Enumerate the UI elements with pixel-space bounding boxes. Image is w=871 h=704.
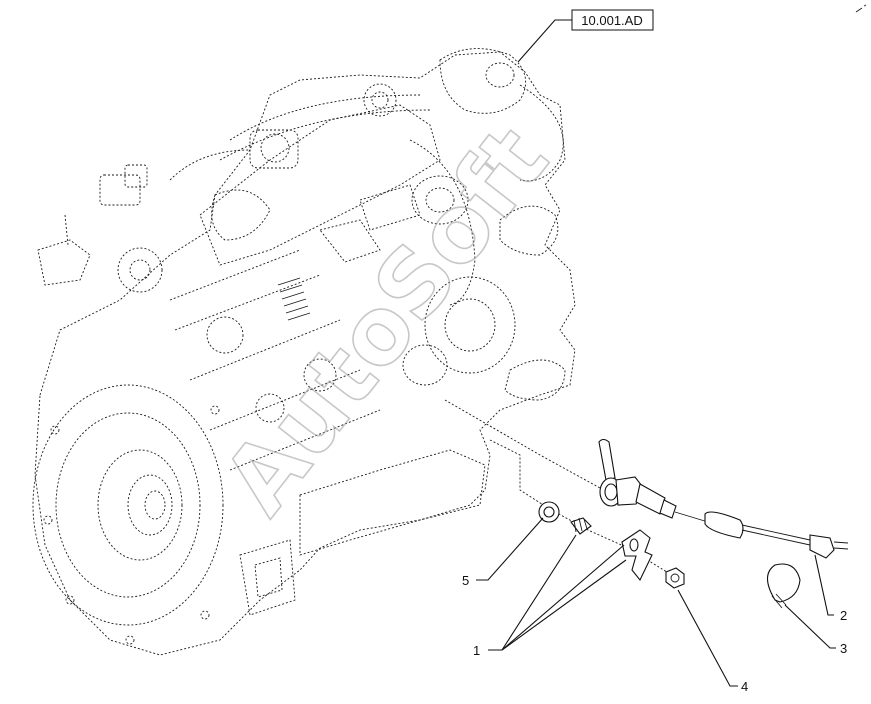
engine-assembly — [32, 48, 576, 656]
callout-numbers: 1 2 3 4 5 — [462, 573, 847, 694]
callout-5: 5 — [462, 573, 469, 588]
watermark-text: AutoSoft — [203, 107, 569, 533]
section-reference-label: 10.001.AD — [581, 13, 642, 28]
callout-4: 4 — [741, 679, 748, 694]
section-reference: 10.001.AD — [571, 9, 654, 31]
callout-3: 3 — [840, 641, 847, 656]
hex-nut — [665, 567, 685, 589]
corner-mark — [855, 4, 867, 13]
callout-1: 1 — [473, 643, 480, 658]
threaded-fitting — [570, 517, 592, 535]
assembly-guide-lines — [444, 399, 676, 578]
watermark: AutoSoft — [202, 106, 569, 534]
adapter-bracket — [621, 529, 653, 582]
sealing-washer — [538, 501, 560, 523]
block-heater-element — [598, 438, 849, 559]
cable-tie — [766, 563, 801, 609]
leader-lines — [476, 19, 836, 687]
callout-2: 2 — [840, 608, 847, 623]
